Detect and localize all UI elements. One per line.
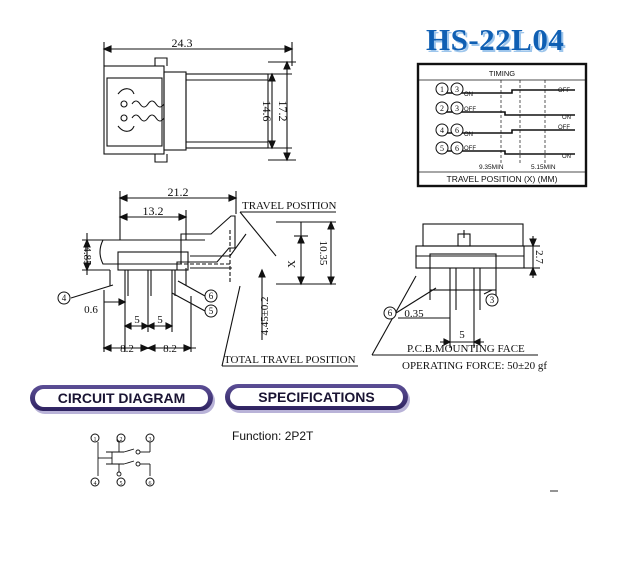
pin-1: 1 bbox=[94, 437, 97, 443]
circuit-diagram-header-label: CIRCUIT DIAGRAM bbox=[57, 390, 186, 406]
dim-side-x: X bbox=[286, 260, 298, 268]
timing-row1-a: 1 bbox=[440, 85, 444, 94]
dim-end-2-7: 2.7 bbox=[533, 250, 545, 264]
callout-end-3: 3 bbox=[490, 295, 495, 305]
dim-side-8-2b: 8.2 bbox=[163, 343, 177, 355]
dim-side-8-2a: 8.2 bbox=[120, 343, 134, 355]
end-view bbox=[371, 223, 540, 356]
timing-chart bbox=[416, 62, 588, 188]
timing-row4-a: 5 bbox=[440, 144, 444, 153]
dim-top-h2: 17.2 bbox=[276, 101, 290, 122]
timing-row3-a: 4 bbox=[440, 126, 444, 135]
callout-4: 4 bbox=[62, 293, 67, 303]
specifications-header-label: SPECIFICATIONS bbox=[258, 389, 375, 405]
timing-row2-state1: OFF bbox=[464, 107, 476, 113]
dim-end-0-35: 0.35 bbox=[404, 308, 424, 320]
timing-row2-b: 3 bbox=[455, 104, 459, 113]
dim-side-0-6: 0.6 bbox=[84, 304, 98, 316]
pin-6: 6 bbox=[149, 481, 152, 487]
pin-3: 3 bbox=[149, 437, 152, 443]
dim-end-5: 5 bbox=[459, 329, 465, 341]
dim-top-h1: 14.6 bbox=[260, 101, 274, 122]
timing-row3-state1: ON bbox=[464, 132, 473, 138]
dim-side-5a: 5 bbox=[134, 314, 140, 326]
dim-side-5b: 5 bbox=[157, 314, 163, 326]
specifications-header: SPECIFICATIONS bbox=[225, 384, 408, 410]
timing-min2: 5.15MIN bbox=[531, 164, 556, 171]
travel-position-label: TRAVEL POSITION bbox=[242, 200, 336, 212]
pin-2: 2 bbox=[120, 437, 123, 443]
callout-end-6: 6 bbox=[388, 308, 393, 318]
operating-force-label: OPERATING FORCE: 50±20 gf bbox=[402, 360, 547, 372]
callout-6: 6 bbox=[209, 291, 214, 301]
timing-row4-state1: OFF bbox=[464, 146, 476, 152]
timing-row4-state2: ON bbox=[562, 154, 571, 160]
model-title-shadow: HS-22L04 bbox=[428, 24, 567, 59]
timing-row3-b: 6 bbox=[455, 126, 459, 135]
timing-row1-state1: ON bbox=[464, 92, 473, 98]
timing-row1-state2: OFF bbox=[558, 88, 570, 94]
pin-5: 5 bbox=[120, 481, 123, 487]
timing-row2-state2: ON bbox=[562, 115, 571, 121]
dim-side-4-45: 4.45±0.2 bbox=[259, 296, 271, 335]
dim-top-width: 24.3 bbox=[172, 36, 193, 50]
timing-row3-state2: OFF bbox=[558, 125, 570, 131]
timing-title: TIMING bbox=[489, 69, 515, 78]
dim-side-10-35: 10.35 bbox=[317, 241, 329, 266]
circuit-diagram-header: CIRCUIT DIAGRAM bbox=[30, 385, 213, 411]
total-travel-label: TOTAL TRAVEL POSITION bbox=[224, 354, 356, 366]
top-view bbox=[102, 42, 296, 163]
model-title-text: HS-22L04 bbox=[426, 22, 565, 57]
timing-row4-b: 6 bbox=[455, 144, 459, 153]
pcb-mounting-label: P.C.B.MOUNTING FACE bbox=[407, 343, 525, 355]
dim-side-4-85: 4.85 bbox=[81, 246, 93, 266]
model-title: HS-22L04 HS-22L04 bbox=[426, 22, 596, 62]
function-spec: Function: 2P2T bbox=[232, 429, 314, 443]
circuit-diagram bbox=[97, 437, 558, 492]
timing-row2-a: 2 bbox=[440, 104, 444, 113]
dim-side-13-2: 13.2 bbox=[143, 204, 164, 218]
side-view bbox=[70, 191, 358, 367]
timing-min1: 9.35MIN bbox=[479, 164, 504, 171]
callout-5: 5 bbox=[209, 306, 214, 316]
pin-4: 4 bbox=[94, 481, 97, 487]
timing-row1-b: 3 bbox=[455, 85, 459, 94]
timing-axis-label: TRAVEL POSITION (X) (MM) bbox=[447, 174, 558, 184]
dim-side-21-2: 21.2 bbox=[168, 185, 189, 199]
